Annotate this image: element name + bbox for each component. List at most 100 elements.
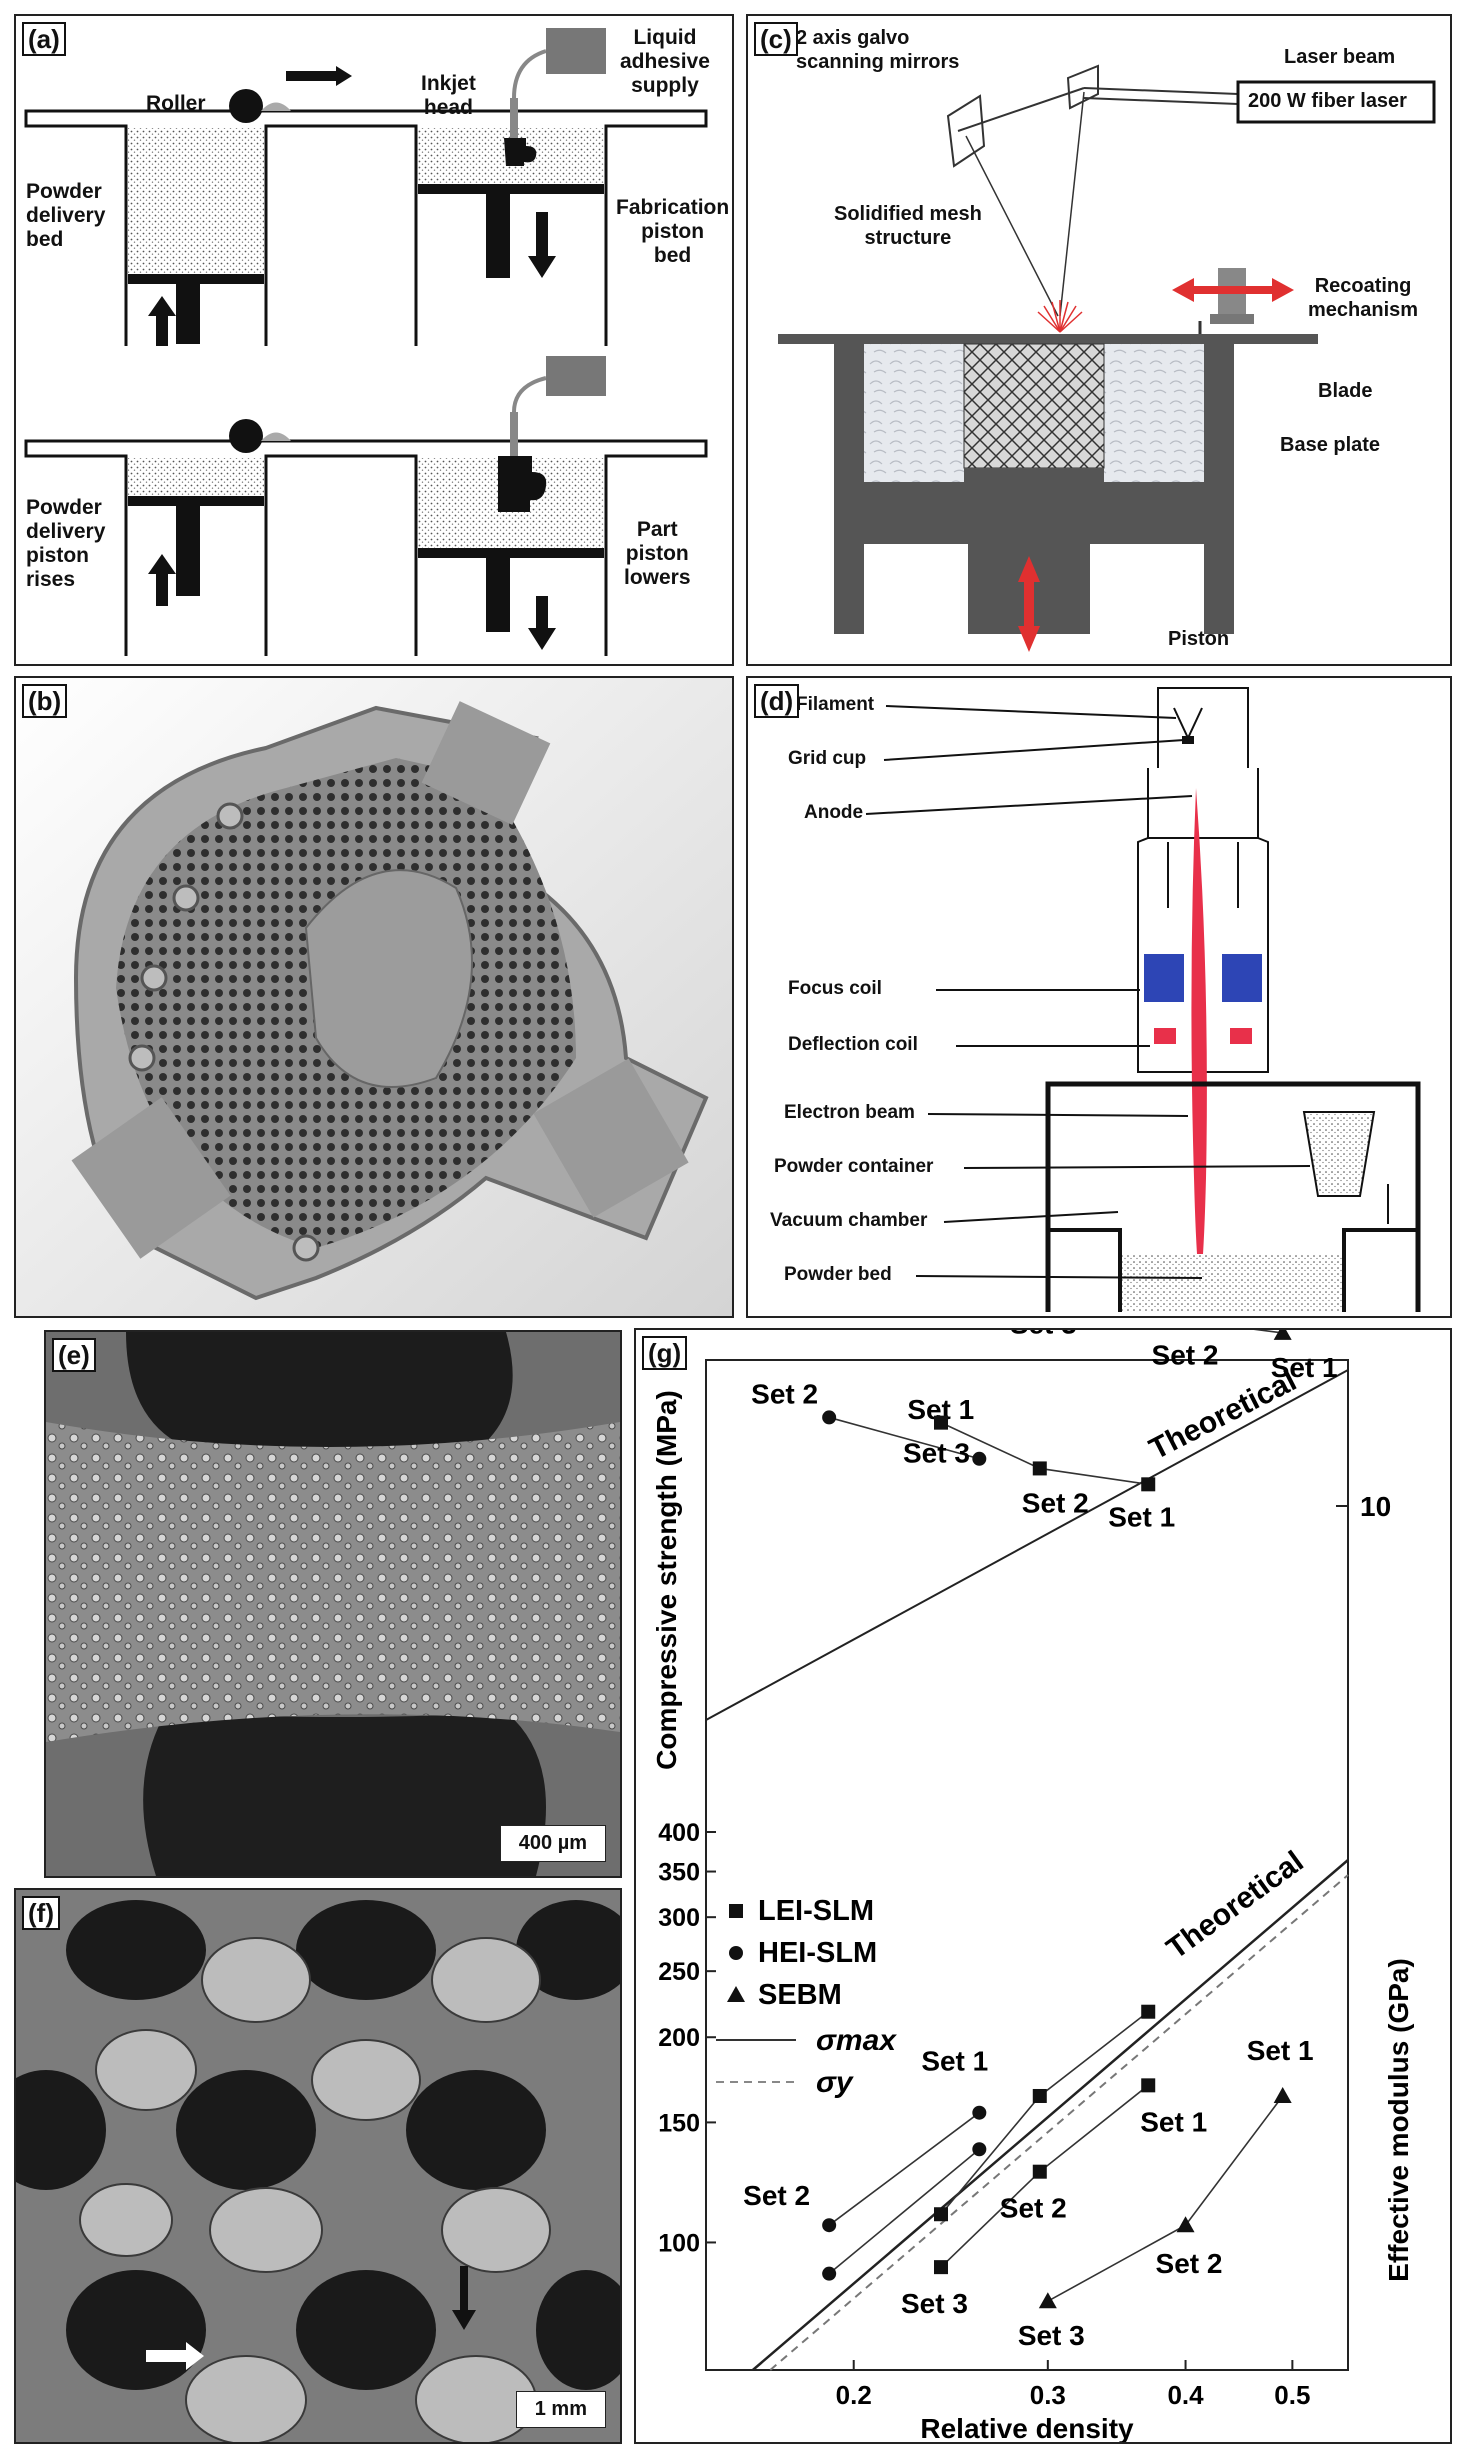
lower-triangle-label-0: Set 3 — [1018, 2320, 1085, 2351]
x-tick-label-2: 0.4 — [1167, 2380, 1204, 2410]
roller-top — [229, 89, 263, 123]
right-axis-label: Effective modulus (GPa) — [1383, 1958, 1414, 2282]
panel-d: (d) Filament Grid cup Anode Focus coil D… — [746, 676, 1452, 1318]
label-recoating: Recoating mechanism — [1308, 275, 1419, 321]
panel-e-tag: (e) — [52, 1338, 96, 1372]
lower-square-connector-0 — [940, 2011, 1149, 2215]
lower-tick-label-2: 200 — [658, 2024, 700, 2052]
lower-circle-label-1: Set 1 — [921, 2046, 988, 2077]
label-part-piston-lowers: Part piston lowers — [624, 518, 691, 589]
sem-image-lattice — [16, 1890, 620, 2442]
panel-a-tag: (a) — [22, 22, 66, 56]
label-inkjet-head: Inkjet head — [421, 72, 476, 119]
lower-circle-point-1 — [972, 2105, 987, 2120]
legend-label-1: HEI-SLM — [758, 1937, 877, 1969]
upper-square-point-0 — [934, 1415, 949, 1430]
lower-square-point-5 — [1141, 2078, 1156, 2093]
label-powder-bed: Powder bed — [784, 1264, 892, 1285]
label-deflection-coil: Deflection coil — [788, 1034, 918, 1055]
upper-triangle-point-2 — [1273, 1323, 1292, 1340]
upper-square-label-0: Set 3 — [903, 1438, 970, 1469]
roller-bottom — [229, 419, 263, 453]
label-powder-delivery-bed: Powder delivery bed — [26, 180, 106, 251]
panel-c-tag: (c) — [754, 22, 798, 56]
label-fiber-laser: 200 W fiber laser — [1248, 90, 1407, 112]
lower-tick-label-1: 150 — [658, 2109, 700, 2137]
legend-marker-1 — [729, 1946, 743, 1960]
lower-triangle-point-0 — [1038, 2292, 1057, 2309]
lower-circle-point-0 — [822, 2218, 837, 2233]
deflection-coil-right — [1230, 1028, 1252, 1044]
upper-circle-connector-0 — [828, 1416, 980, 1460]
panel-c-diagram — [778, 64, 1436, 652]
powder-bed-d — [1122, 1254, 1342, 1312]
powder-left-c — [864, 344, 964, 482]
lower-tick-label-3: 250 — [658, 1958, 700, 1986]
label-vacuum-chamber: Vacuum chamber — [770, 1210, 928, 1231]
panel-a: (a) Roller Inkjet head Liquid adhesive s… — [14, 14, 734, 666]
label-piston: Piston — [1168, 628, 1230, 650]
label-laser-beam: Laser beam — [1284, 46, 1396, 68]
label-blade: Blade — [1318, 380, 1373, 402]
upper-circle-label-0: Set 2 — [751, 1378, 818, 1409]
stage-bottom — [24, 439, 708, 656]
label-anode: Anode — [804, 802, 864, 823]
lower-square-point-3 — [934, 2260, 949, 2275]
label-focus-coil: Focus coil — [788, 978, 882, 999]
label-powder-container: Powder container — [774, 1156, 934, 1177]
plot-frame — [705, 1359, 1349, 2371]
legend-marker-0 — [729, 1904, 743, 1918]
upper-circle-point-0 — [822, 1410, 837, 1425]
label-powder-piston-rises: Powder delivery piston rises — [26, 496, 106, 591]
upper-triangle-label-0: Set 3 — [1010, 1330, 1077, 1340]
lower-circle-point-3 — [972, 2142, 987, 2157]
upper-square-label-1: Set 2 — [1022, 1487, 1089, 1518]
upper-triangle-label-1: Set 2 — [1152, 1339, 1219, 1370]
label-filament: Filament — [796, 694, 875, 715]
legend-label-3: σmax — [816, 2024, 897, 2057]
lower-square-label-5: Set 1 — [1140, 2106, 1207, 2137]
legend-label-4: σy — [816, 2066, 854, 2099]
lower-circle-connector-1 — [828, 2148, 980, 2275]
upper-tick-label-1: 10 — [1360, 1491, 1391, 1522]
panel-b-tag: (b) — [22, 684, 68, 718]
upper-square-point-2 — [1141, 1477, 1156, 1492]
lower-square-point-1 — [1032, 2088, 1047, 2103]
upper-circle-point-1 — [972, 1451, 987, 1466]
panel-a-diagram — [24, 28, 708, 656]
legend-marker-2 — [727, 1986, 745, 2002]
label-roller: Roller — [146, 92, 206, 115]
lower-circle-connector-0 — [828, 2112, 980, 2226]
scale-bar-e: 400 µm — [499, 1825, 606, 1862]
x-tick-label-0: 0.2 — [836, 2380, 872, 2410]
x-tick-label-3: 0.5 — [1274, 2380, 1310, 2410]
electron-beam — [1191, 788, 1207, 1288]
legend-label-0: LEI-SLM — [758, 1895, 874, 1927]
panel-d-diagram — [865, 687, 1421, 1312]
x-axis-label: Relative density — [920, 2413, 1134, 2442]
panel-e: (e) 400 µm — [44, 1330, 622, 1878]
lower-triangle-label-2: Set 1 — [1247, 2035, 1314, 2066]
lower-square-point-2 — [1141, 2004, 1156, 2019]
x-tick-label-1: 0.3 — [1030, 2380, 1066, 2410]
label-electron-beam: Electron beam — [784, 1102, 915, 1123]
left-axis-label: Compressive strength (MPa) — [651, 1390, 682, 1770]
lower-triangle-label-1: Set 2 — [1156, 2248, 1223, 2279]
deflection-coil-left — [1154, 1028, 1176, 1044]
solidified-mesh — [963, 343, 1105, 469]
upper-square-point-1 — [1032, 1461, 1047, 1476]
panel-c: (c) 2 axis galvo scanning mirrors Laser … — [746, 14, 1452, 666]
upper-triangle-connector-0 — [1047, 1290, 1283, 1334]
lower-square-label-4: Set 2 — [1000, 2193, 1067, 2224]
upper-theoretical-line — [705, 1369, 1349, 1721]
panel-g-tag: (g) — [642, 1336, 688, 1370]
label-liquid-adhesive: Liquid adhesive supply — [620, 26, 710, 97]
focus-coil-left — [1144, 954, 1184, 1002]
lower-circle-label-0: Set 2 — [743, 2180, 810, 2211]
lower-circle-point-2 — [822, 2266, 837, 2281]
focus-coil-right — [1222, 954, 1262, 1002]
upper-square-label-2: Set 1 — [1108, 1501, 1175, 1532]
panel-d-tag: (d) — [754, 684, 800, 718]
label-fabrication-piston-bed: Fabrication piston bed — [616, 196, 730, 267]
